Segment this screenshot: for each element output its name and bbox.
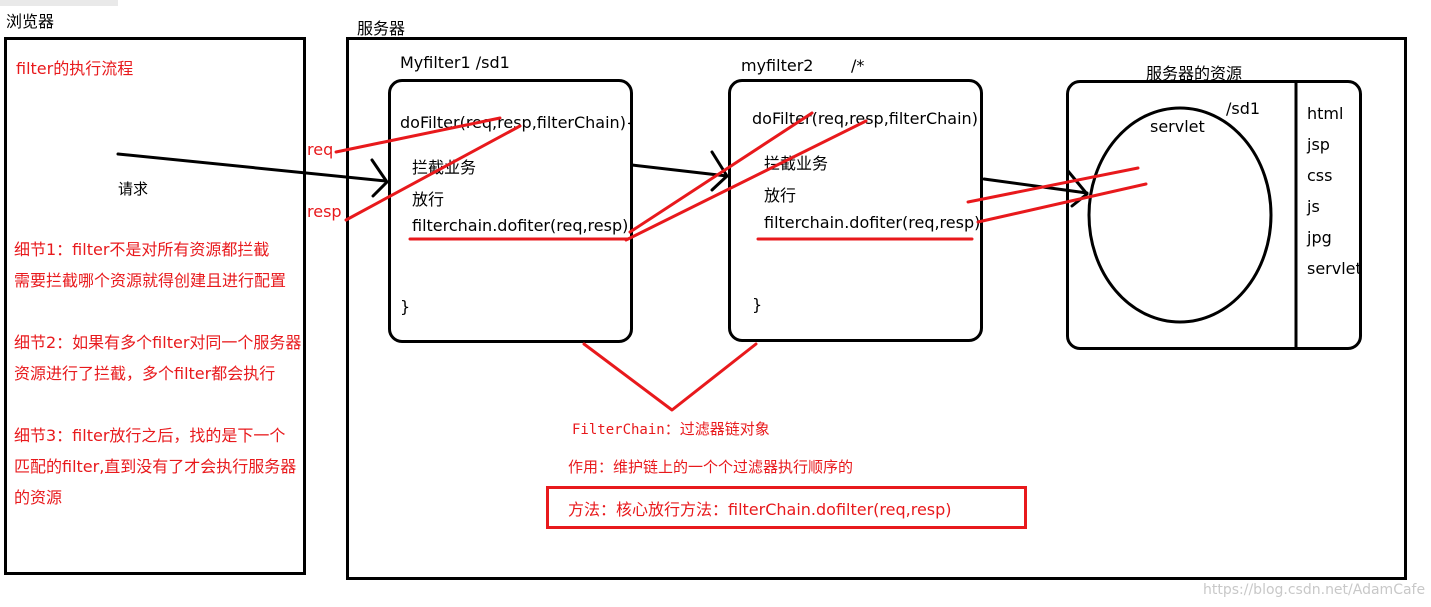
watermark: https://blog.csdn.net/AdamCafe bbox=[1203, 582, 1426, 598]
request-arrowhead-1 bbox=[370, 158, 389, 198]
resource-type-jsp: jsp bbox=[1307, 135, 1330, 154]
filterchain-method-box bbox=[546, 486, 1027, 529]
detail-1-line-2: 需要拦截哪个资源就得创建且进行配置 bbox=[14, 271, 287, 290]
resource-type-jpg: jpg bbox=[1307, 228, 1332, 247]
filter2-to-servlet-red-2 bbox=[976, 182, 1148, 224]
filter2-box bbox=[728, 79, 983, 342]
resp-red-line bbox=[344, 124, 522, 222]
resources-title: 服务器的资源 bbox=[1146, 64, 1243, 83]
filter2-pass: 放行 bbox=[764, 186, 797, 205]
filter2-close-brace: } bbox=[752, 295, 763, 314]
resource-type-js: js bbox=[1307, 197, 1320, 216]
detail-2-line-2: 资源进行了拦截，多个filter都会执行 bbox=[14, 364, 276, 383]
filterchain-v-connector bbox=[582, 342, 758, 412]
filter2-title: myfilter2 bbox=[741, 56, 814, 75]
resp-label: resp bbox=[307, 202, 342, 221]
resource-type-html: html bbox=[1307, 104, 1344, 123]
request-arrowhead-2 bbox=[710, 150, 729, 192]
top-strip bbox=[0, 0, 118, 6]
resource-type-servlet: servlet bbox=[1307, 259, 1359, 278]
request-arrow-to-filter2 bbox=[630, 163, 729, 178]
filter1-to-filter2-red-1 bbox=[628, 111, 814, 234]
filter2-intercept: 拦截业务 bbox=[764, 154, 829, 173]
resource-type-css: css bbox=[1307, 166, 1333, 185]
detail-1-line-1: 细节1：filter不是对所有资源都拦截 bbox=[14, 240, 270, 259]
filter1-box bbox=[388, 79, 633, 343]
browser-panel bbox=[4, 37, 306, 575]
server-title: 服务器 bbox=[357, 19, 406, 38]
request-arrow-to-filter1 bbox=[116, 152, 388, 183]
request-arrowhead-3 bbox=[1066, 169, 1089, 208]
filter2-to-servlet-red-1 bbox=[966, 166, 1140, 204]
filter1-title: Myfilter1 /sd1 bbox=[400, 53, 510, 72]
filter1-chain-call: filterchain.dofiter(req,resp) bbox=[412, 216, 629, 235]
filter1-close-brace: } bbox=[400, 297, 411, 316]
browser-title: 浏览器 bbox=[6, 12, 55, 31]
detail-3-line-1: 细节3：filter放行之后，找的是下一个 bbox=[14, 426, 286, 445]
filterchain-note: FilterChain：过滤器链对象 bbox=[572, 418, 770, 439]
filter1-to-filter2-red-2 bbox=[624, 119, 868, 242]
servlet-ellipse bbox=[1087, 106, 1273, 324]
filterchain-method: 方法：核心放行方法：filterChain.dofilter(req,resp) bbox=[568, 500, 952, 519]
req-red-line bbox=[334, 116, 502, 154]
request-label: 请求 bbox=[118, 180, 149, 198]
servlet-path: /sd1 bbox=[1226, 99, 1261, 118]
servlet-label: servlet bbox=[1150, 117, 1205, 136]
filter1-pass: 放行 bbox=[412, 190, 445, 209]
detail-3-line-2: 匹配的filter,直到没有了才会执行服务器 bbox=[14, 457, 297, 476]
filterchain-purpose: 作用：维护链上的一个个过滤器执行顺序的 bbox=[568, 458, 854, 476]
detail-2-line-1: 细节2：如果有多个filter对同一个服务器 bbox=[14, 333, 302, 352]
resources-box bbox=[1066, 80, 1362, 350]
request-arrow-to-servlet bbox=[982, 177, 1089, 195]
detail-3-line-3: 的资源 bbox=[14, 488, 63, 507]
flow-heading: filter的执行流程 bbox=[16, 59, 134, 78]
filterchain-name: FilterChain bbox=[572, 422, 665, 438]
filter2-chain-call: filterchain.dofiter(req,resp) bbox=[764, 213, 979, 232]
filter2-pattern: /* bbox=[851, 56, 865, 75]
req-label: req bbox=[307, 140, 334, 159]
filterchain-name-suffix: ：过滤器链对象 bbox=[664, 420, 770, 438]
